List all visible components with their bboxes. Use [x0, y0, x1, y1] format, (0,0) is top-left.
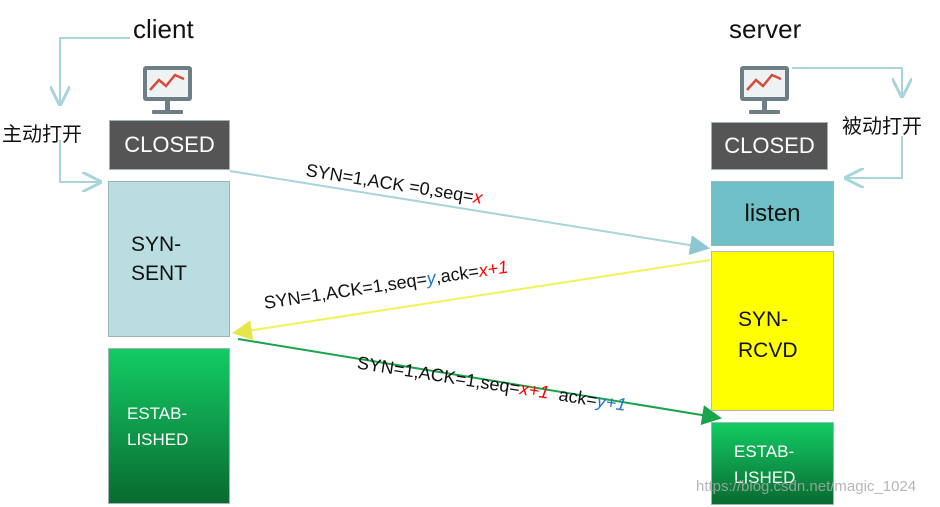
client-connector-bottom — [59, 140, 100, 182]
server-connector-top — [792, 67, 902, 96]
ack-message-ack: y+1 — [595, 390, 628, 415]
server-monitor-icon — [740, 66, 789, 114]
client-title: client — [133, 14, 194, 44]
client-state-closed: CLOSED — [109, 120, 230, 170]
server-title: server — [729, 14, 802, 44]
synack-arrow — [232, 259, 711, 341]
ack-message-seq: x+1 — [518, 378, 551, 403]
server-state-established: ESTAB- LISHED — [711, 422, 834, 505]
server-passive-open-label: 被动打开 — [842, 114, 922, 138]
server-state-closed: CLOSED — [711, 122, 828, 170]
client-state-syn-sent: SYN- SENT — [108, 181, 230, 337]
watermark: https://blog.csdn.net/magic_1024 — [696, 478, 917, 495]
ack-arrow — [237, 338, 722, 425]
syn-arrow — [229, 170, 710, 256]
client-active-open-label: 主动打开 — [2, 122, 82, 146]
server-connector-bottom — [846, 136, 903, 178]
client-state-established: ESTAB- LISHED — [108, 348, 230, 504]
client-connector-top — [60, 37, 130, 104]
server-state-listen: listen — [711, 181, 834, 246]
synack-message-ack: x+1 — [477, 256, 510, 281]
client-monitor-icon — [143, 66, 192, 114]
server-state-syn-rcvd: SYN- RCVD — [711, 251, 834, 411]
